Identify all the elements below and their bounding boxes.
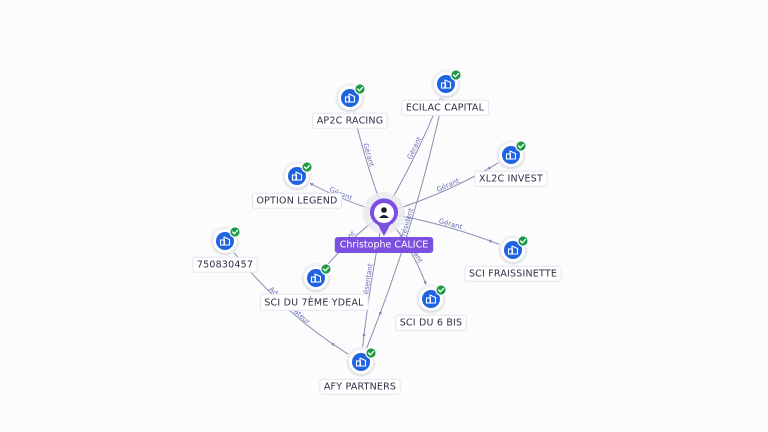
building-icon bbox=[437, 75, 455, 93]
node-label: SCI DU 7ÈME YDEAL bbox=[264, 296, 364, 308]
node-label: AFY PARTNERS bbox=[324, 381, 396, 392]
nodes-layer: AP2C RACING ECILAC CAPITAL XL2C INVEST OPTI… bbox=[192, 69, 562, 395]
center-name-background bbox=[334, 237, 434, 253]
center-name-badge: Christophe CALICE bbox=[334, 237, 434, 253]
verified-check-icon bbox=[517, 235, 529, 247]
company-node-ap2c[interactable]: AP2C RACING bbox=[312, 83, 388, 129]
node-label-background bbox=[259, 293, 369, 311]
edge-center-afy[interactable]: Représentant bbox=[360, 212, 385, 363]
edge-arrow bbox=[378, 311, 382, 315]
building-icon bbox=[352, 353, 370, 371]
building-icon bbox=[307, 269, 325, 287]
building-icon bbox=[288, 167, 306, 185]
company-node-n750[interactable]: 750830457 bbox=[192, 226, 258, 273]
node-label-group: ECILAC CAPITAL bbox=[401, 99, 490, 116]
node-label: SCI FRAISSINETTE bbox=[469, 268, 557, 279]
company-node-fraiss[interactable]: SCI FRAISSINETTE bbox=[464, 235, 562, 282]
building-icon bbox=[422, 290, 440, 308]
node-label-background bbox=[474, 170, 548, 187]
node-label: SCI DU 6 BIS bbox=[400, 317, 463, 328]
edge-arrow bbox=[310, 182, 314, 186]
center-name-label: Christophe CALICE bbox=[340, 240, 428, 251]
building-icon bbox=[216, 232, 234, 250]
verified-check-icon bbox=[450, 69, 462, 81]
edge-arrow bbox=[487, 166, 491, 170]
node-label-group: OPTION LEGEND bbox=[251, 192, 343, 209]
node-label-group: SCI FRAISSINETTE bbox=[464, 265, 562, 282]
node-label: 750830457 bbox=[197, 259, 253, 270]
edge-label: Gérant bbox=[361, 142, 376, 168]
node-label-background bbox=[464, 265, 562, 282]
node-label-group: SCI DU 7ÈME YDEAL bbox=[259, 293, 369, 311]
company-node-option[interactable]: OPTION LEGEND bbox=[251, 161, 343, 209]
verified-check-icon bbox=[365, 347, 377, 359]
node-label-group: SCI DU 6 BIS bbox=[395, 314, 467, 331]
building-icon bbox=[341, 89, 359, 107]
verified-check-icon bbox=[320, 263, 332, 275]
edge-arrow bbox=[331, 342, 335, 346]
node-label-background bbox=[312, 112, 388, 129]
edge-label: Gérant bbox=[436, 177, 461, 194]
center-node[interactable]: Christophe CALICE bbox=[334, 192, 434, 253]
node-label-background bbox=[319, 378, 401, 395]
company-node-xl2c[interactable]: XL2C INVEST bbox=[474, 140, 548, 187]
node-label-group: 750830457 bbox=[192, 256, 258, 273]
edge-arrow bbox=[423, 280, 427, 284]
node-label: XL2C INVEST bbox=[479, 173, 543, 184]
person-icon bbox=[379, 207, 389, 218]
edge-line bbox=[360, 83, 447, 363]
building-icon bbox=[502, 146, 520, 164]
node-label-background bbox=[401, 99, 490, 116]
verified-check-icon bbox=[435, 284, 447, 296]
node-label-group: AP2C RACING bbox=[312, 112, 388, 129]
node-label-group: AFY PARTNERS bbox=[319, 378, 401, 395]
node-label: AP2C RACING bbox=[317, 115, 384, 126]
company-node-ecilac[interactable]: ECILAC CAPITAL bbox=[401, 69, 490, 116]
node-label: ECILAC CAPITAL bbox=[406, 102, 485, 113]
verified-check-icon bbox=[229, 226, 241, 238]
verified-check-icon bbox=[301, 161, 313, 173]
verified-check-icon bbox=[354, 83, 366, 95]
company-node-ydeal[interactable]: SCI DU 7ÈME YDEAL bbox=[259, 263, 369, 311]
building-icon bbox=[504, 241, 522, 259]
node-label-group: XL2C INVEST bbox=[474, 170, 548, 187]
company-node-sci6[interactable]: SCI DU 6 BIS bbox=[395, 284, 467, 331]
verified-check-icon bbox=[515, 140, 527, 152]
edge-label: Gérant bbox=[438, 217, 464, 231]
company-node-afy[interactable]: AFY PARTNERS bbox=[319, 347, 401, 395]
node-label: OPTION LEGEND bbox=[256, 195, 337, 206]
node-label-background bbox=[395, 314, 467, 331]
edge-arrow bbox=[489, 239, 492, 243]
edge-arrow bbox=[362, 333, 366, 337]
node-label-background bbox=[251, 192, 343, 209]
edge-label: Gérant bbox=[406, 135, 424, 160]
node-label-background bbox=[192, 256, 258, 273]
